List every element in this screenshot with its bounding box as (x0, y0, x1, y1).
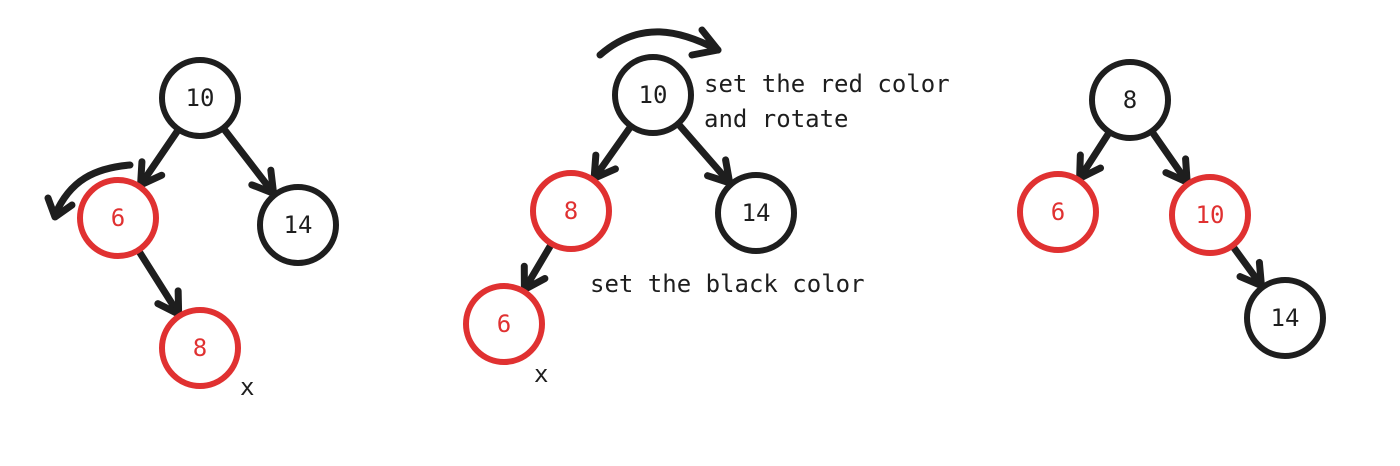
tree-node-red: 8 (159, 307, 241, 389)
tree-node-red: 6 (463, 283, 545, 365)
tree-node-black: 8 (1089, 59, 1171, 141)
node-circle (1169, 174, 1251, 256)
node-circle (1089, 59, 1171, 141)
node-circle (77, 177, 159, 259)
x-mark: x (534, 360, 548, 388)
node-circle (159, 57, 241, 139)
tree-node-black: 10 (159, 57, 241, 139)
annotation-rotate: and rotate (704, 105, 849, 133)
tree-node-black: 14 (1244, 277, 1326, 359)
node-circle (257, 184, 339, 266)
edge-arrow (137, 125, 183, 189)
tree-node-red: 8 (530, 170, 612, 252)
node-circle (463, 283, 545, 365)
node-label: 14 (742, 199, 771, 227)
edge-arrow (1148, 127, 1191, 186)
node-label: 6 (497, 310, 511, 338)
tree-node-black: 10 (612, 54, 694, 136)
tree-node-black: 14 (715, 172, 797, 254)
node-circle (530, 170, 612, 252)
tree-node-black: 14 (257, 184, 339, 266)
edge-arrow (134, 246, 183, 318)
edge-arrow (219, 124, 278, 197)
node-circle (715, 172, 797, 254)
node-label: 6 (1051, 198, 1065, 226)
tree-node-red: 6 (77, 177, 159, 259)
rotate-left-arrow-icon (44, 161, 134, 221)
edge-arrow (1076, 128, 1113, 182)
annotation-set-red: set the red color (704, 70, 950, 98)
node-label: 10 (1196, 201, 1225, 229)
edge-arrow (590, 122, 635, 182)
node-circle (612, 54, 694, 136)
node-label: 10 (639, 81, 668, 109)
annotation-set-black: set the black color (590, 270, 865, 298)
node-label: 6 (111, 204, 125, 232)
node-label: 14 (284, 211, 313, 239)
node-label: 14 (1271, 304, 1300, 332)
tree-node-red: 6 (1017, 171, 1099, 253)
node-label: 10 (186, 84, 215, 112)
node-circle (1017, 171, 1099, 253)
node-label: 8 (564, 197, 578, 225)
node-label: 8 (1123, 86, 1137, 114)
edge-arrow (1228, 242, 1265, 290)
node-label: 8 (193, 334, 207, 362)
x-mark: x (240, 373, 254, 401)
rotate-right-arrow-icon (596, 26, 722, 59)
node-circle (1244, 277, 1326, 359)
edge-arrow (520, 240, 556, 294)
node-circle (159, 307, 241, 389)
tree-node-red: 10 (1169, 174, 1251, 256)
